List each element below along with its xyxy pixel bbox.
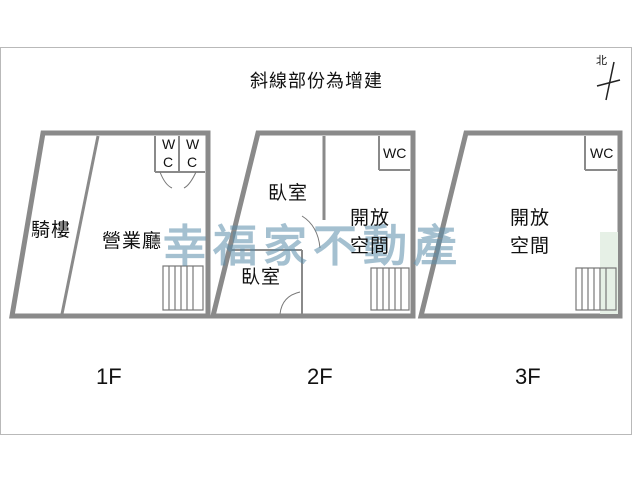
- room-open-space-3f-line2: 空間: [510, 235, 551, 257]
- wc-2-c: C: [187, 154, 198, 170]
- floor-1-outline: [9, 130, 211, 319]
- compass-label: 北: [596, 54, 607, 67]
- floor-label-3f: 3F: [515, 364, 541, 389]
- room-bedroom-2: 臥室: [241, 266, 282, 288]
- arcade-divider: [60, 135, 100, 315]
- floor-3-stairs: [575, 267, 617, 311]
- plan-title: 斜線部份為增建: [250, 71, 383, 92]
- floor-2-stairs: [370, 267, 410, 311]
- floor-1-stairs: [162, 265, 204, 311]
- floor-3-outline: [417, 130, 623, 319]
- wc-2f: WC: [383, 145, 407, 161]
- room-business-hall: 營業廳: [102, 230, 163, 252]
- room-open-space-3f-line1: 開放: [510, 207, 551, 229]
- room-bedroom-1: 臥室: [268, 182, 309, 204]
- floor-label-2f: 2F: [307, 364, 333, 389]
- plan-frame: [0, 47, 632, 435]
- room-open-space-2f-line1: 開放: [350, 207, 391, 229]
- compass-icon: [596, 61, 621, 101]
- wc-3f: WC: [590, 145, 614, 161]
- watermark: 幸福家不動產: [163, 221, 463, 272]
- floor-label-1f: 1F: [96, 364, 122, 389]
- wc-1-c: C: [163, 154, 174, 170]
- wc-2-w: W: [186, 136, 200, 152]
- floor-2-outline: [209, 130, 416, 319]
- room-open-space-2f-line2: 空間: [350, 235, 391, 257]
- wc-1-w: W: [162, 136, 176, 152]
- room-arcade: 騎樓: [31, 219, 72, 241]
